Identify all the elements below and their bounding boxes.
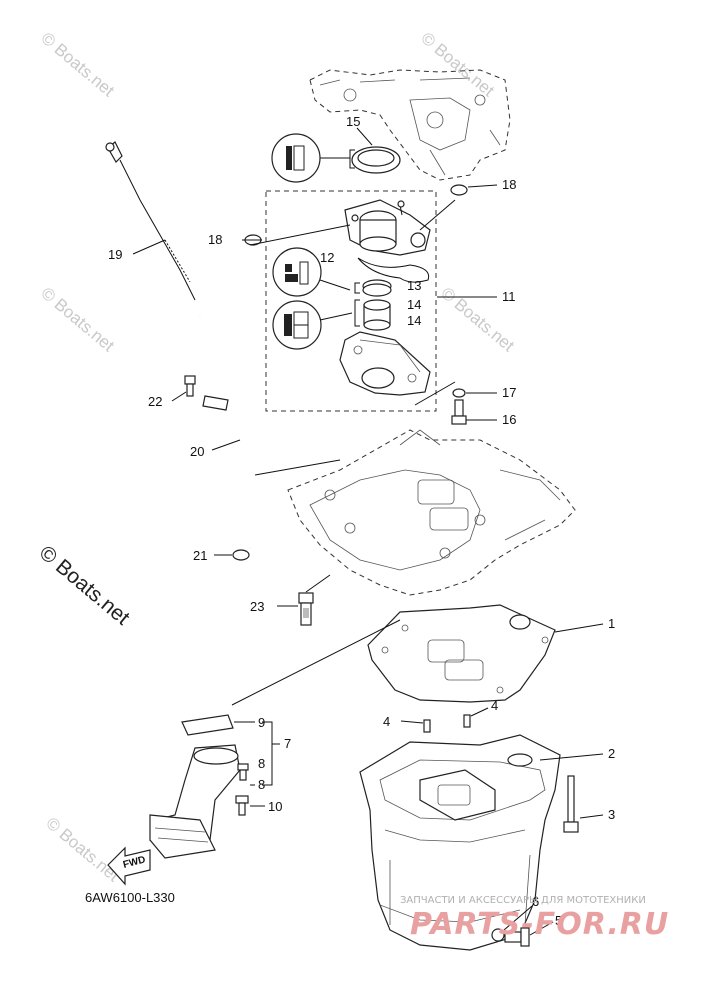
- watermark-top-left: © Boats.net: [37, 29, 118, 101]
- seal-detail-bubble-lower: [272, 300, 322, 350]
- callout-23: 23: [250, 599, 264, 614]
- part-18-o-ring-right: [450, 184, 468, 196]
- callout-14-upper: 14: [407, 297, 421, 312]
- engine-block-outline: [309, 69, 511, 181]
- part-13-oil-seal: [362, 279, 392, 297]
- callout-10: 10: [268, 799, 282, 814]
- part-14-oil-seals: [363, 299, 391, 331]
- part-3-bolt: [563, 775, 579, 833]
- callout-8-upper: 8: [258, 777, 265, 792]
- part-5-drain-bolt: [504, 927, 530, 947]
- part-4-dowel-right: [463, 714, 471, 728]
- part-21-o-ring: [232, 549, 250, 561]
- callout-19: 19: [108, 247, 122, 262]
- callout-4-right: 4: [491, 698, 498, 713]
- oil-pump-lower-housing: [339, 331, 431, 396]
- part-10-bolt: [235, 795, 249, 816]
- oil-pump-assembly-box: [265, 190, 437, 412]
- part-6-gasket: [491, 928, 505, 942]
- part-16-bolt: [451, 399, 467, 425]
- callout-18-right: 18: [502, 177, 516, 192]
- part-15-o-ring: [351, 146, 401, 174]
- callout-22: 22: [148, 394, 162, 409]
- oil-pump-upper-housing: [344, 199, 431, 256]
- callout-3: 3: [608, 807, 615, 822]
- callout-18-left: 18: [208, 232, 222, 247]
- part-8-bolt-upper: [237, 763, 249, 781]
- callout-8-lower: 8: [258, 756, 265, 771]
- shop-banner-name: PARTS-FOR.RU: [410, 907, 669, 942]
- part-17-washer: [452, 388, 466, 398]
- part-20-dipstick-guide: [199, 313, 267, 549]
- callout-9: 9: [258, 715, 265, 730]
- watermark-top-right: © Boats.net: [417, 29, 498, 101]
- shop-banner-tagline: ЗАПЧАСТИ И АКСЕССУАРЫ ДЛЯ МОТОТЕХНИКИ: [400, 895, 646, 906]
- fwd-direction-arrow: FWD: [107, 846, 151, 886]
- callout-6: 6: [532, 894, 539, 909]
- callout-11: 11: [502, 289, 516, 304]
- callout-4-left: 4: [383, 714, 390, 729]
- callout-17: 17: [502, 385, 516, 400]
- shop-banner: ЗАПЧАСТИ И АКСЕССУАРЫ ДЛЯ МОТОТЕХНИКИ PA…: [400, 895, 669, 942]
- part-23-sensor: [298, 592, 314, 626]
- part-2-oil-pan: [359, 734, 561, 951]
- callout-12: 12: [320, 250, 334, 265]
- callout-13: 13: [407, 278, 421, 293]
- part-9-gasket: [181, 714, 234, 736]
- part-12-o-ring: [357, 257, 430, 283]
- callout-2: 2: [608, 746, 615, 761]
- watermark-dark: © Boats.net: [35, 541, 134, 629]
- part-19-oil-dipstick: [105, 141, 196, 301]
- callout-15: 15: [346, 114, 360, 129]
- watermark-mid-left: © Boats.net: [37, 284, 118, 356]
- callout-7: 7: [284, 736, 291, 751]
- seal-detail-bubble-middle: [272, 247, 322, 297]
- callout-21: 21: [193, 548, 207, 563]
- callout-16: 16: [502, 412, 516, 427]
- watermark-bottom-left: © Boats.net: [42, 814, 123, 886]
- diagram-code: 6AW6100-L330: [85, 890, 175, 905]
- part-1-gasket: [367, 604, 556, 703]
- callout-20: 20: [190, 444, 204, 459]
- seal-detail-bubble-top: [271, 133, 321, 183]
- callout-5: 5: [555, 913, 562, 928]
- callout-numbers: 15 18 18 12 19 13 11 14 14 22 17 16 20 2…: [108, 114, 615, 928]
- exhaust-guide-outline: [287, 429, 576, 596]
- callout-14-lower: 14: [407, 313, 421, 328]
- part-22-bolt: [184, 375, 196, 397]
- callout-1: 1: [608, 616, 615, 631]
- part-4-dowel-left: [423, 719, 431, 733]
- part-7-oil-strainer: [149, 744, 241, 859]
